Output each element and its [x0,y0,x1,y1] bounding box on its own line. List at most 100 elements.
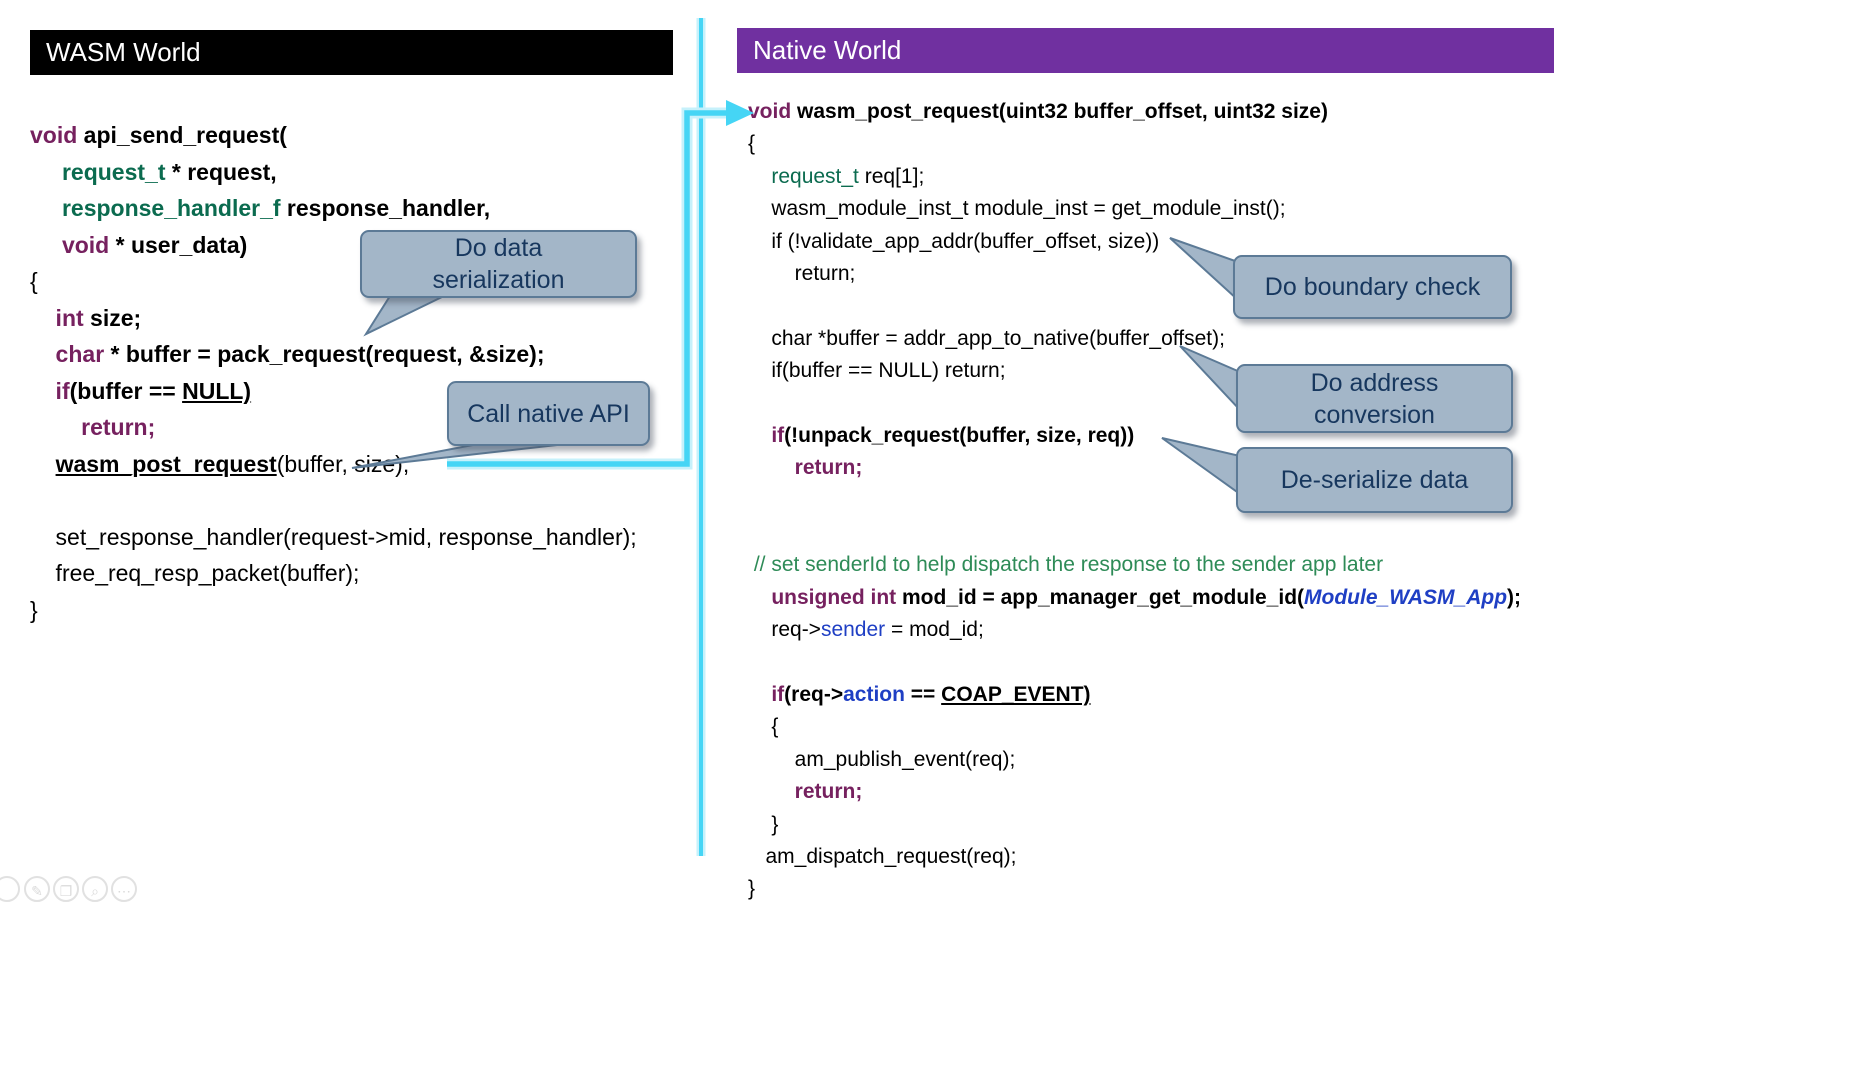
code-line: } [748,809,1521,841]
code-line: free_req_resp_packet(buffer); [30,555,637,592]
serialization-callout-label: Do data serialization [432,234,565,294]
code-segment: response_handler, [280,195,491,221]
code-line: void api_send_request( [30,117,637,154]
code-line: if(req->action == COAP_EVENT) [748,679,1521,711]
code-line: // set senderId to help dispatch the res… [748,549,1521,581]
code-segment: char [30,341,105,367]
code-segment: am_dispatch_request(req); [748,844,1017,868]
duplicate-tool-glyph: ❐ [59,883,73,899]
code-segment: if (!validate_app_addr(buffer_offset, si… [748,229,1160,253]
code-segment: req[1]; [858,164,925,188]
wasm-code-block: void api_send_request( request_t * reque… [30,117,637,628]
code-line [30,482,637,519]
wasm-world-title: WASM World [46,37,201,67]
more-tools-glyph: ⋯ [117,883,131,899]
code-segment: { [748,715,779,739]
code-line: return; [748,452,1521,484]
code-line: char * buffer = pack_request(request, &s… [30,336,637,373]
code-segment: wasm_post_request(uint32 buffer_offset, … [791,100,1328,123]
code-segment: req-> [748,618,821,642]
code-segment: char *buffer = addr_app_to_native(buffer… [748,326,1225,350]
code-line: } [748,873,1521,905]
boundary-check-callout: Do boundary check [1233,255,1512,319]
code-line: if(buffer == NULL) [30,373,637,410]
code-segment: if [30,377,70,404]
code-line: req->sender = mod_id; [748,614,1521,646]
code-line: int size; [30,300,637,337]
call-native-callout-label: Call native API [467,399,630,428]
code-segment: * buffer = pack_request(request, &size); [104,341,545,367]
code-line: void wasm_post_request(uint32 buffer_off… [748,96,1521,128]
code-segment: (!unpack_request(buffer, size, req)) [784,423,1135,447]
address-conversion-callout-label: Do address conversion [1310,368,1439,429]
code-line: return; [748,258,1521,290]
code-line: am_dispatch_request(req); [748,841,1521,873]
code-segment: free_req_resp_packet(buffer); [30,560,360,586]
code-segment: if [748,423,785,447]
code-segment: unsigned int [748,585,897,609]
code-segment: void [30,122,78,148]
code-line: wasm_post_request(buffer, size); [30,446,637,483]
native-code-block: void wasm_post_request(uint32 buffer_off… [748,96,1521,906]
code-segment: == [904,683,942,707]
code-line: if(buffer == NULL) return; [748,355,1521,387]
code-line: if (!validate_app_addr(buffer_offset, si… [748,226,1521,258]
code-segment: (buffer, size); [276,450,410,477]
pen-tool-glyph: ✎ [31,883,43,899]
code-segment: NULL) [182,377,252,404]
code-segment: response_handler_f [30,195,281,221]
duplicate-tool-icon[interactable]: ❐ [53,876,79,902]
code-segment: return; [748,780,863,804]
code-line: if(!unpack_request(buffer, size, req)) [748,420,1521,452]
code-segment: sender [820,618,886,642]
code-segment: * request, [165,158,277,185]
code-segment: { [30,268,38,294]
code-line: request_t req[1]; [748,161,1521,193]
code-segment: api_send_request( [77,122,287,148]
code-segment: COAP_EVENT) [941,683,1091,707]
code-segment: action [843,683,905,707]
pen-tool-icon[interactable]: ✎ [24,876,50,902]
code-segment: ); [1507,585,1522,609]
code-segment: void [748,100,792,123]
code-segment: } [748,877,756,901]
code-segment: return; [748,456,863,480]
code-line: return; [748,776,1521,808]
code-segment: int [30,304,84,331]
code-segment: if [748,683,785,707]
deserialize-callout: De-serialize data [1236,447,1513,513]
code-segment: } [30,596,38,623]
code-segment: (req-> [784,683,844,707]
code-segment: am_publish_event(req); [748,747,1016,771]
code-line: } [30,592,637,629]
code-segment: void [30,231,110,258]
code-segment: request_t [748,164,859,188]
code-line: { [748,128,1521,160]
code-line: request_t * request, [30,154,637,191]
code-segment: // set senderId to help dispatch the res… [748,553,1384,577]
code-segment: set_response_handler(request->mid, respo… [30,523,637,550]
code-segment: } [748,812,779,836]
pointer-tool-icon[interactable] [0,876,20,902]
native-world-header: Native World [737,28,1554,73]
code-line: set_response_handler(request->mid, respo… [30,519,637,556]
native-world-title: Native World [753,35,902,65]
address-conversion-callout: Do address conversion [1236,364,1513,433]
code-line: { [748,711,1521,743]
deserialize-callout-label: De-serialize data [1280,466,1469,494]
code-segment: size; [83,304,142,331]
zoom-tool-icon[interactable]: ⌕ [82,876,108,902]
serialization-callout: Do data serialization [360,230,637,298]
code-segment: Module_WASM_App [1304,585,1508,609]
zoom-tool-glyph: ⌕ [91,883,99,899]
code-segment: * user_data) [109,231,248,258]
code-segment: return; [30,414,156,440]
code-line: void * user_data) [30,227,637,264]
code-line: return; [30,409,637,446]
more-tools-icon[interactable]: ⋯ [111,876,137,902]
code-segment: mod_id = app_manager_get_module_id( [896,585,1305,609]
code-line: { [30,263,637,300]
code-segment: if(buffer == NULL) return; [748,359,1006,383]
code-segment: wasm_module_inst_t module_inst = get_mod… [748,197,1286,221]
code-line: response_handler_f response_handler, [30,190,637,227]
